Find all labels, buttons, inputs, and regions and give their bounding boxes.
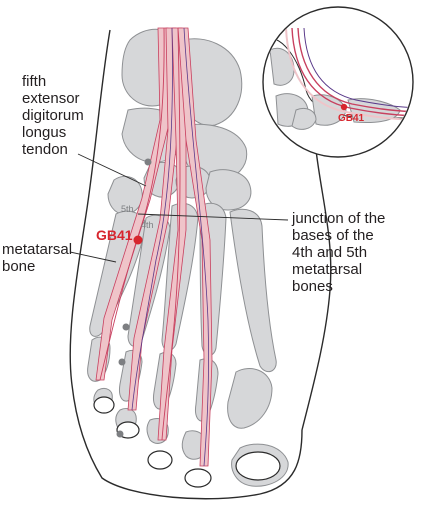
extensor-tendons bbox=[95, 27, 213, 467]
gb41-inset-label: GB41 bbox=[338, 113, 365, 124]
reference-dots bbox=[116, 158, 152, 438]
toe-nails bbox=[93, 396, 281, 488]
label-4th-marker: 4th bbox=[141, 220, 154, 230]
label-5th-marker: 5th bbox=[121, 204, 134, 214]
inset-view bbox=[262, 6, 414, 158]
gb41-inset-marker bbox=[340, 103, 348, 111]
gb41-label: GB41 bbox=[96, 227, 133, 243]
leader-lines bbox=[69, 153, 289, 263]
label-metatarsal-bone: metatarsal bone bbox=[2, 241, 73, 275]
label-junction-metatarsal-bases: junction of the bases of the 4th and 5th… bbox=[292, 210, 386, 295]
gb41-point-marker bbox=[133, 235, 143, 245]
label-fifth-extensor-tendon: fifth extensor digitorum longus tendon bbox=[22, 73, 84, 158]
